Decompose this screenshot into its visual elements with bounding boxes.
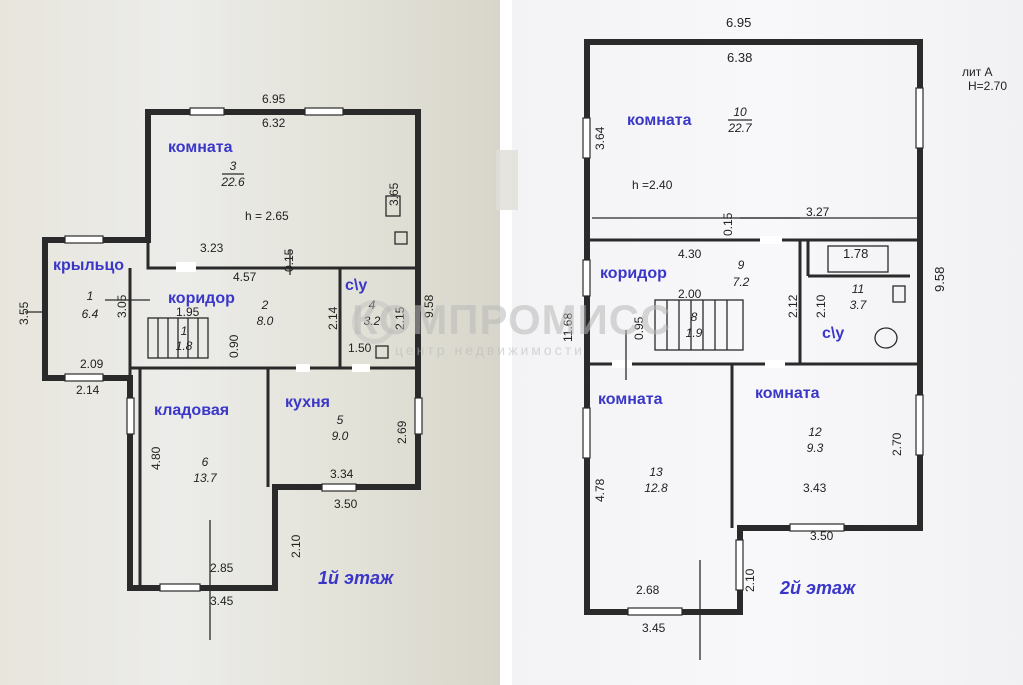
- f1-dim-14: 2.09: [80, 357, 104, 371]
- scan-smudge: [496, 150, 518, 210]
- f1-dim-15: 2.14: [76, 383, 100, 397]
- f2-dim-16: 3.50: [810, 529, 834, 543]
- f1-dim-6: 3.55: [17, 301, 31, 325]
- f1-dim-11: 2.15: [393, 306, 407, 330]
- f2-dim-1: 6.38: [727, 50, 752, 65]
- f2-dim-6: 1.78: [843, 246, 868, 261]
- f1-room-num-5: 5: [337, 413, 344, 427]
- f1-room-label-6: кладовая: [154, 402, 229, 419]
- f2-dim-4: 3.27: [806, 205, 830, 219]
- f1-dim-4: 0.15: [282, 248, 296, 272]
- f1-dim-12: 1.50: [348, 341, 372, 355]
- f1-dim-7: 3.05: [115, 294, 129, 318]
- f1-room-label-3: комната: [168, 139, 233, 156]
- f1-room-label-5: кухня: [285, 394, 330, 411]
- f2-dim-13: 4.78: [593, 478, 607, 502]
- floor2-rooms: лит А Н=2.70 комната 10 22.7 h =2.40 кор…: [598, 65, 1007, 598]
- f1-dim-22: 2.10: [289, 534, 303, 558]
- f2-dim-12: 0.95: [632, 316, 646, 340]
- f1-room-label-1: крыльцо: [53, 257, 124, 274]
- f2-stair-num: 8: [691, 310, 698, 324]
- f2-room-label-12: комната: [755, 385, 820, 402]
- f1-room-num-1: 1: [87, 289, 94, 303]
- f1-room-num-3: 3: [230, 159, 237, 173]
- f2-room-area-11: 3.7: [850, 298, 868, 312]
- f2-room-area-12: 9.3: [807, 441, 824, 455]
- f1-dim-9: 0.90: [227, 334, 241, 358]
- f2-room-num-13: 13: [649, 465, 663, 479]
- f1-room-area-1: 6.4: [82, 307, 99, 321]
- f1-dim-2: 3.65: [387, 182, 401, 206]
- f1-stair-num: 1: [181, 324, 188, 338]
- f1-room-label-4: с\у: [345, 277, 367, 294]
- f1-dim-8: 1.95: [176, 305, 200, 319]
- f2-dim-5: 4.30: [678, 247, 702, 261]
- f1-room-area-2: 8.0: [257, 314, 274, 328]
- f2-lit-height: Н=2.70: [968, 79, 1007, 93]
- floor1-rooms: комната 3 22.6 h = 2.65 крыльцо 1 6.4 ко…: [53, 139, 395, 588]
- f2-room-num-10: 10: [733, 105, 747, 119]
- f2-room-label-13: комната: [598, 391, 663, 408]
- floor1-dimensions: 6.95 6.32 3.65 3.23 0.15 4.57 3.55 3.05 …: [17, 92, 436, 608]
- f2-floor-title: 2й этаж: [779, 578, 857, 598]
- f2-room-area-13: 12.8: [644, 481, 668, 495]
- floor1-plan: [25, 107, 423, 640]
- f1-height-note: h = 2.65: [245, 209, 289, 223]
- f2-dim-19: 3.45: [642, 621, 666, 635]
- f2-dim-8: 2.00: [678, 287, 702, 301]
- f1-dim-17: 2.69: [395, 420, 409, 444]
- floor2-dimensions: 6.95 6.38 3.64 0.15 3.27 4.30 1.78 9.58 …: [561, 15, 947, 635]
- f1-stair-area: 1.8: [176, 339, 193, 353]
- f2-dim-10: 2.10: [814, 294, 828, 318]
- f1-room-num-6: 6: [202, 455, 209, 469]
- f1-room-area-5: 9.0: [332, 429, 349, 443]
- f1-dim-0: 6.95: [262, 92, 286, 106]
- f1-dim-13: 9.58: [422, 294, 436, 318]
- f2-dim-11: 11.68: [561, 313, 575, 342]
- f1-room-area-6: 13.7: [193, 471, 218, 485]
- f2-room-num-12: 12: [808, 425, 822, 439]
- f1-dim-21: 3.45: [210, 594, 234, 608]
- f2-dim-9: 2.12: [786, 294, 800, 318]
- f2-room-area-9: 7.2: [733, 275, 750, 289]
- f2-dim-18: 2.10: [743, 568, 757, 592]
- f2-room-area-10: 22.7: [727, 121, 753, 135]
- f1-dim-19: 3.50: [334, 497, 358, 511]
- f2-dim-7: 9.58: [932, 267, 947, 292]
- f2-stair-area: 1.9: [686, 326, 703, 340]
- f1-dim-5: 4.57: [233, 270, 257, 284]
- f1-room-area-3: 22.6: [220, 175, 245, 189]
- f1-dim-16: 4.80: [149, 446, 163, 470]
- f2-room-label-wc: с\у: [822, 325, 844, 342]
- f1-dim-1: 6.32: [262, 116, 286, 130]
- f2-lit-label: лит А: [962, 65, 993, 79]
- f2-room-num-9: 9: [738, 258, 745, 272]
- f1-floor-title: 1й этаж: [318, 568, 395, 588]
- f2-dim-0: 6.95: [726, 15, 751, 30]
- f2-dim-3: 0.15: [721, 212, 735, 236]
- f2-room-label-10: комната: [627, 112, 692, 129]
- f1-room-num-2: 2: [261, 298, 269, 312]
- f2-dim-15: 3.43: [803, 481, 827, 495]
- f2-room-num-11: 11: [852, 282, 864, 296]
- f1-room-num-4: 4: [369, 298, 376, 312]
- f2-dim-14: 2.70: [890, 432, 904, 456]
- f2-room-label-9: коридор: [600, 265, 667, 282]
- floor2-sheet: [512, 0, 1023, 685]
- f1-dim-10: 2.14: [326, 306, 340, 330]
- f1-dim-3: 3.23: [200, 241, 224, 255]
- f1-dim-20: 2.85: [210, 561, 234, 575]
- f1-dim-18: 3.34: [330, 467, 354, 481]
- floor2-plan: [582, 39, 924, 660]
- f2-height-note: h =2.40: [632, 178, 673, 192]
- f1-room-area-4: 3.2: [364, 314, 381, 328]
- f2-dim-17: 2.68: [636, 583, 660, 597]
- f1-room-label-2: коридор: [168, 290, 235, 307]
- f2-dim-2: 3.64: [593, 126, 607, 150]
